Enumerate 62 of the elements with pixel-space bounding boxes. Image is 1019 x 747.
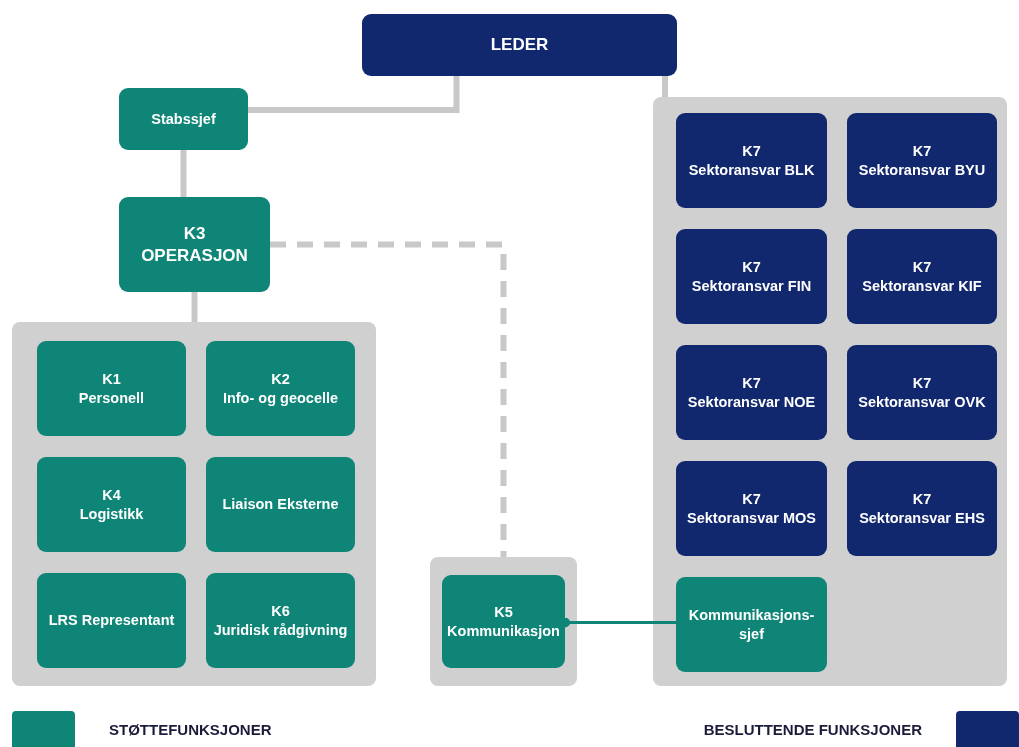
decision-box bbox=[362, 14, 677, 76]
decision-box bbox=[847, 461, 997, 556]
decision-box bbox=[847, 113, 997, 208]
support-box bbox=[37, 341, 186, 436]
decision-box bbox=[847, 345, 997, 440]
group-panel bbox=[430, 557, 577, 686]
support-box bbox=[119, 197, 270, 292]
connector-line bbox=[662, 76, 668, 97]
node-label: K7 bbox=[742, 142, 761, 161]
node-label: K7 bbox=[912, 374, 932, 393]
node-label: Sektoransvar EHS bbox=[859, 508, 985, 527]
node-label: K7 bbox=[742, 258, 761, 277]
support-box bbox=[37, 573, 186, 668]
legend-label: BESLUTTENDE FUNKSJONER bbox=[703, 720, 922, 738]
connector-line bbox=[180, 150, 187, 197]
decision-box bbox=[676, 113, 827, 208]
group-panel bbox=[653, 97, 1007, 686]
support-box bbox=[442, 575, 565, 668]
decision-box bbox=[676, 229, 827, 324]
support-box bbox=[119, 88, 248, 150]
node-label: Stabssjef bbox=[151, 109, 216, 129]
dashed-connector bbox=[270, 241, 507, 557]
node-label: Sektoransvar KIF bbox=[862, 276, 982, 295]
node-label: Info- og geocelle bbox=[222, 388, 339, 407]
support-box bbox=[676, 577, 827, 672]
support-box bbox=[206, 573, 355, 668]
node-label: OPERASJON bbox=[141, 244, 248, 266]
node-label: K7 bbox=[912, 490, 932, 509]
decision-box bbox=[676, 461, 827, 556]
node-label: K6 bbox=[271, 602, 290, 621]
node-label: Liaison Eksterne bbox=[222, 495, 339, 514]
node-label: K3 bbox=[183, 223, 206, 245]
connector-line bbox=[248, 76, 460, 113]
node-label: Kommunikasjons- sjef bbox=[687, 606, 816, 643]
support-box bbox=[206, 341, 355, 436]
node-label: Sektoransvar NOE bbox=[687, 392, 816, 411]
node-label: K7 bbox=[742, 490, 761, 509]
node-label: K4 bbox=[102, 486, 121, 505]
decision-box bbox=[847, 229, 997, 324]
node-label: Sektoransvar MOS bbox=[687, 508, 816, 527]
support-box bbox=[206, 457, 355, 552]
group-panel bbox=[12, 322, 376, 686]
node-label: Personell bbox=[78, 388, 145, 407]
connector-line bbox=[191, 292, 198, 322]
node-label: Sektoransvar OVK bbox=[858, 392, 986, 411]
node-label: Juridisk rådgivning bbox=[213, 620, 348, 639]
node-label: Sektoransvar BLK bbox=[688, 160, 815, 179]
node-label: LRS Representant bbox=[48, 611, 175, 630]
node-label: Kommunikasjon bbox=[447, 621, 560, 640]
node-label: Logistikk bbox=[79, 504, 144, 523]
node-label: K5 bbox=[494, 603, 513, 622]
node-label: K2 bbox=[271, 370, 290, 389]
support-box bbox=[37, 457, 186, 552]
node-label: K1 bbox=[102, 370, 121, 389]
node-label: Sektoransvar BYU bbox=[858, 160, 986, 179]
node-label: K7 bbox=[912, 258, 932, 277]
node-label: LEDER bbox=[490, 34, 549, 56]
node-label: K7 bbox=[742, 374, 761, 393]
decision-box bbox=[676, 345, 827, 440]
legend-label: STØTTEFUNKSJONER bbox=[109, 720, 272, 738]
node-label: K7 bbox=[912, 142, 932, 161]
node-label: Sektoransvar FIN bbox=[691, 276, 812, 295]
